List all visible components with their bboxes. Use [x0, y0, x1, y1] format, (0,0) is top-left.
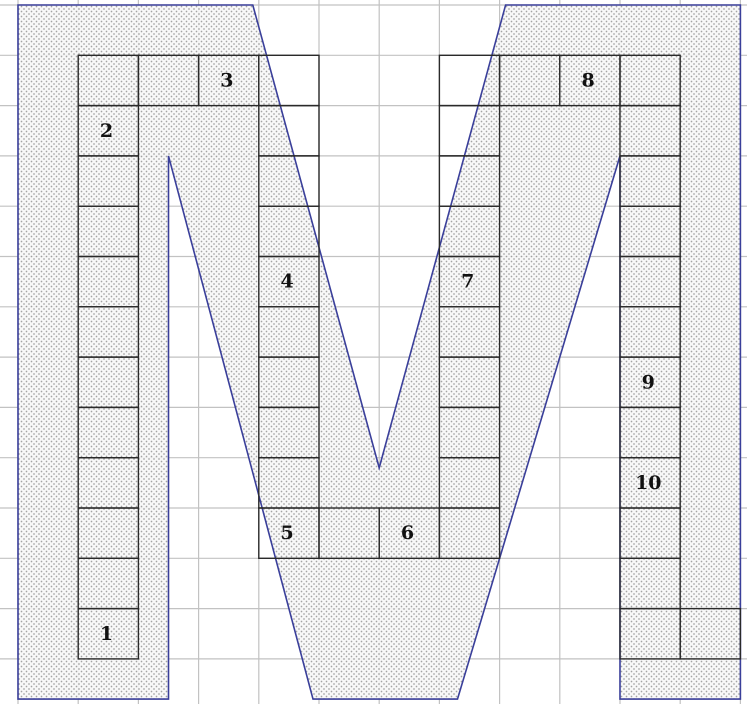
cell-label-8: 8 — [581, 69, 594, 91]
cell-label-4: 4 — [280, 271, 293, 293]
path-cells — [77, 54, 742, 660]
path-cell — [679, 607, 742, 660]
cell-label-3: 3 — [220, 69, 233, 91]
cell-label-6: 6 — [401, 522, 414, 544]
cell-label-9: 9 — [642, 371, 655, 393]
cell-label-1: 1 — [100, 623, 113, 645]
cell-label-7: 7 — [461, 271, 474, 293]
cell-labels: 1 2 3 4 5 6 7 8 9 10 — [100, 69, 662, 644]
cell-label-10: 10 — [635, 472, 661, 494]
cell-label-5: 5 — [280, 522, 293, 544]
cell-label-2: 2 — [100, 120, 113, 142]
